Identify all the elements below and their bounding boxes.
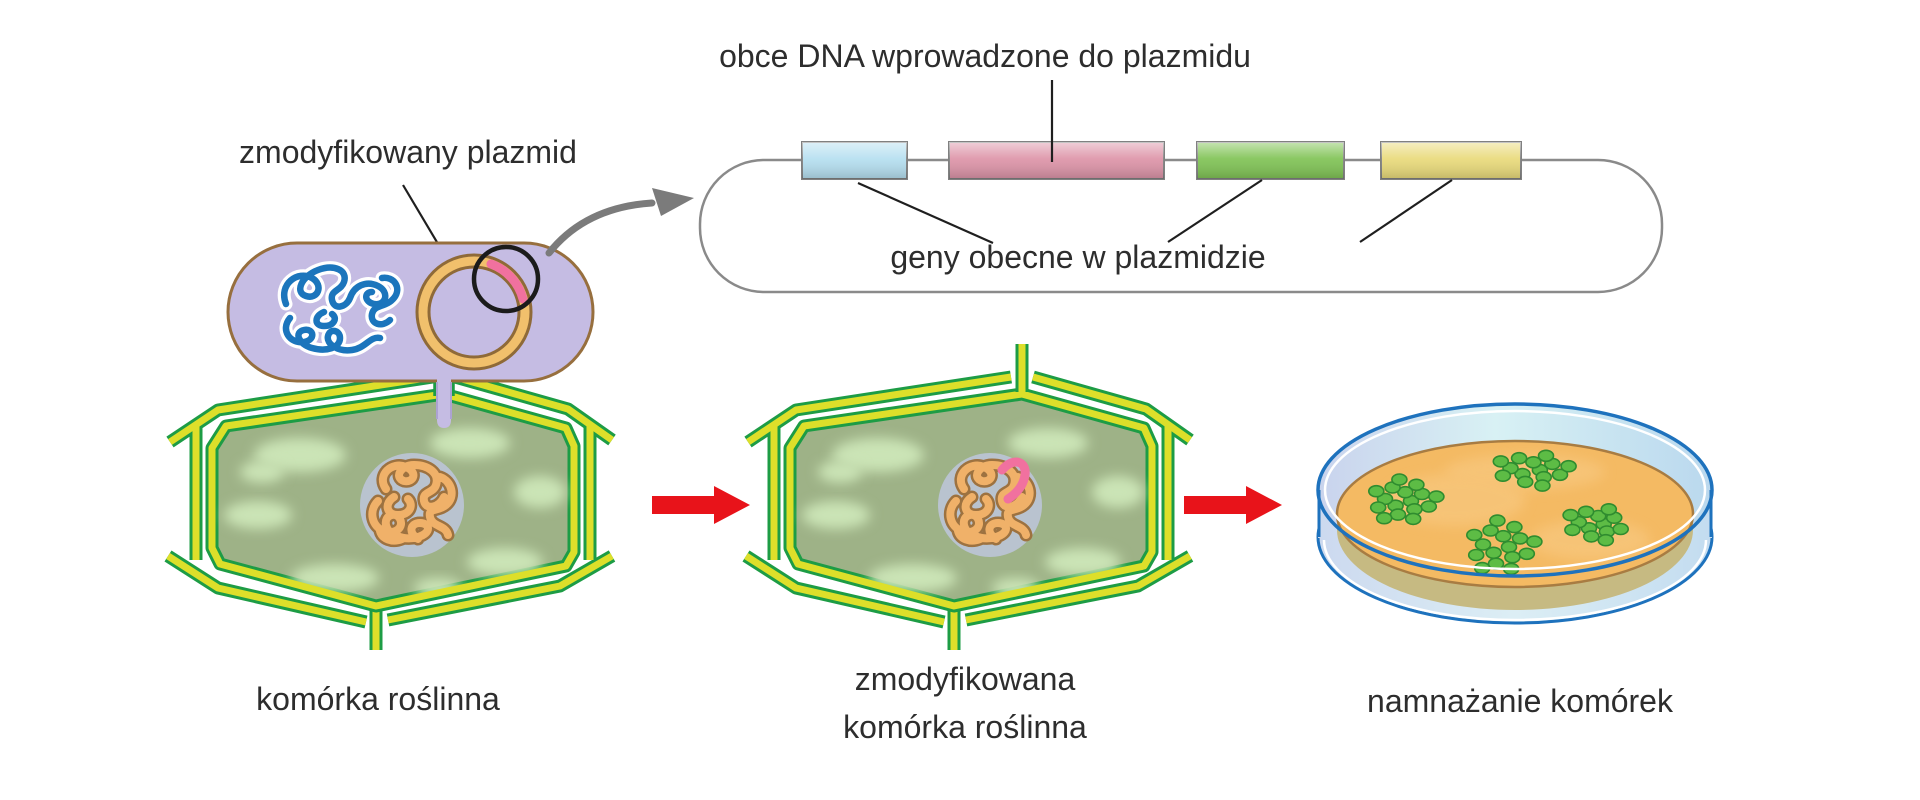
- zoom-arrow-head: [652, 188, 694, 216]
- process-arrow-1: [652, 486, 750, 524]
- gene-block-green-shine: [1197, 142, 1344, 179]
- colony-cell: [1495, 529, 1512, 543]
- colony-cell: [1562, 508, 1579, 522]
- bacterium-capsule: [226, 241, 595, 383]
- pointer-line-gene-green: [1167, 179, 1263, 243]
- caption-modified-cell-line1: zmodyfikowana: [855, 661, 1076, 697]
- colony-cell: [1551, 468, 1569, 482]
- zoom-arrow-curve: [545, 199, 656, 257]
- colony-cell: [1391, 473, 1408, 486]
- colony-cell: [1369, 501, 1387, 514]
- bacterium: [226, 241, 595, 383]
- plasmid-ring: [418, 256, 530, 368]
- colony-cell: [1489, 514, 1506, 527]
- plant-cell-1: [168, 377, 612, 650]
- colony-cell: [1537, 449, 1555, 463]
- gene-block-blue-shine: [802, 142, 907, 179]
- colony-cell: [1518, 547, 1536, 561]
- colony-cell: [1428, 490, 1445, 503]
- colony-cell: [1482, 524, 1499, 537]
- colony-cell: [1389, 508, 1407, 521]
- top-title: obce DNA wprowadzone do plazmidu: [719, 38, 1251, 74]
- colony-cell: [1404, 512, 1422, 526]
- colony-cell: [1500, 540, 1518, 554]
- pointer-line-gene-blue: [857, 181, 994, 245]
- colonies: [1368, 449, 1629, 576]
- colony-cell: [1526, 535, 1543, 548]
- colony-cell: [1612, 522, 1629, 536]
- dish-rim: [1316, 402, 1714, 578]
- gene-block-foreign-dna-shine: [949, 142, 1164, 179]
- colony-cell: [1420, 500, 1438, 513]
- modified-plasmid-label: zmodyfikowany plazmid: [239, 134, 577, 170]
- caption-plant-cell: komórka roślinna: [256, 681, 500, 717]
- colony-cell: [1492, 455, 1510, 468]
- colony-cell: [1564, 523, 1581, 537]
- pilus-channel: [437, 372, 451, 428]
- genes-in-plasmid-label: geny obecne w plazmidzie: [890, 239, 1265, 275]
- zoom-arrow: [545, 188, 694, 257]
- colony-cell: [1466, 528, 1483, 542]
- colony-cell: [1506, 520, 1523, 534]
- colony-cell: [1504, 550, 1521, 564]
- caption-cell-multiplication: namnażanie komórek: [1367, 683, 1674, 719]
- colony-cell: [1511, 532, 1529, 545]
- transfer-channel: [436, 372, 452, 428]
- colony-cell: [1408, 478, 1425, 492]
- plant-cell-2-modified: [746, 344, 1190, 650]
- colony-cell: [1577, 505, 1595, 519]
- colony-cell: [1534, 479, 1551, 492]
- colony-cell: [1583, 530, 1600, 543]
- magnifier-circle: [471, 244, 541, 314]
- colony-cell: [1368, 484, 1385, 498]
- caption-modified-cell-line2: komórka roślinna: [843, 709, 1087, 745]
- dish-bottom-inner-white: [1322, 539, 1708, 622]
- pilus-channel-edges: [436, 382, 452, 419]
- pointer-line-gene-yellow: [1359, 179, 1453, 243]
- dish-rim-inner-white: [1323, 409, 1707, 571]
- colony-cell: [1560, 459, 1577, 473]
- colony-cell: [1516, 475, 1534, 489]
- colony-cell: [1467, 548, 1485, 562]
- plasmid-map: [801, 141, 1522, 180]
- integrated-foreign-dna: [997, 457, 1030, 504]
- colony-cell: [1525, 455, 1542, 469]
- petri-dish: [1316, 402, 1714, 625]
- colony-cell: [1600, 502, 1618, 516]
- gene-block-yellow-shine: [1381, 142, 1521, 179]
- foreign-dna-segment: [486, 259, 528, 304]
- colony-cell: [1375, 511, 1393, 525]
- colony-cell: [1494, 469, 1512, 483]
- colony-cell: [1597, 533, 1615, 547]
- process-arrow-2: [1184, 486, 1282, 524]
- plasmid-map-loop: [698, 158, 1664, 294]
- colony-cell: [1510, 451, 1528, 465]
- colony-cell: [1474, 538, 1492, 551]
